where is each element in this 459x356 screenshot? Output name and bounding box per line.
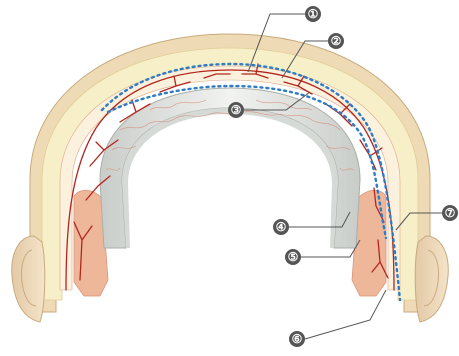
callout-7-label: ⑦ bbox=[445, 206, 456, 220]
callout-3-label: ③ bbox=[231, 103, 242, 117]
callout-5-label: ⑤ bbox=[288, 250, 299, 264]
callout-1: ① bbox=[305, 6, 321, 22]
callout-6: ⑥ bbox=[289, 331, 305, 347]
callout-5: ⑤ bbox=[285, 249, 301, 265]
callout-6-label: ⑥ bbox=[292, 332, 303, 346]
callout-7: ⑦ bbox=[442, 205, 458, 221]
callout-4-label: ④ bbox=[276, 220, 287, 234]
left-ear bbox=[12, 236, 45, 322]
callout-2: ② bbox=[328, 33, 344, 49]
callout-2-label: ② bbox=[331, 34, 342, 48]
callout-4: ④ bbox=[273, 219, 289, 235]
callout-1-label: ① bbox=[308, 7, 319, 21]
right-ear bbox=[415, 236, 448, 322]
callout-3: ③ bbox=[228, 102, 244, 118]
